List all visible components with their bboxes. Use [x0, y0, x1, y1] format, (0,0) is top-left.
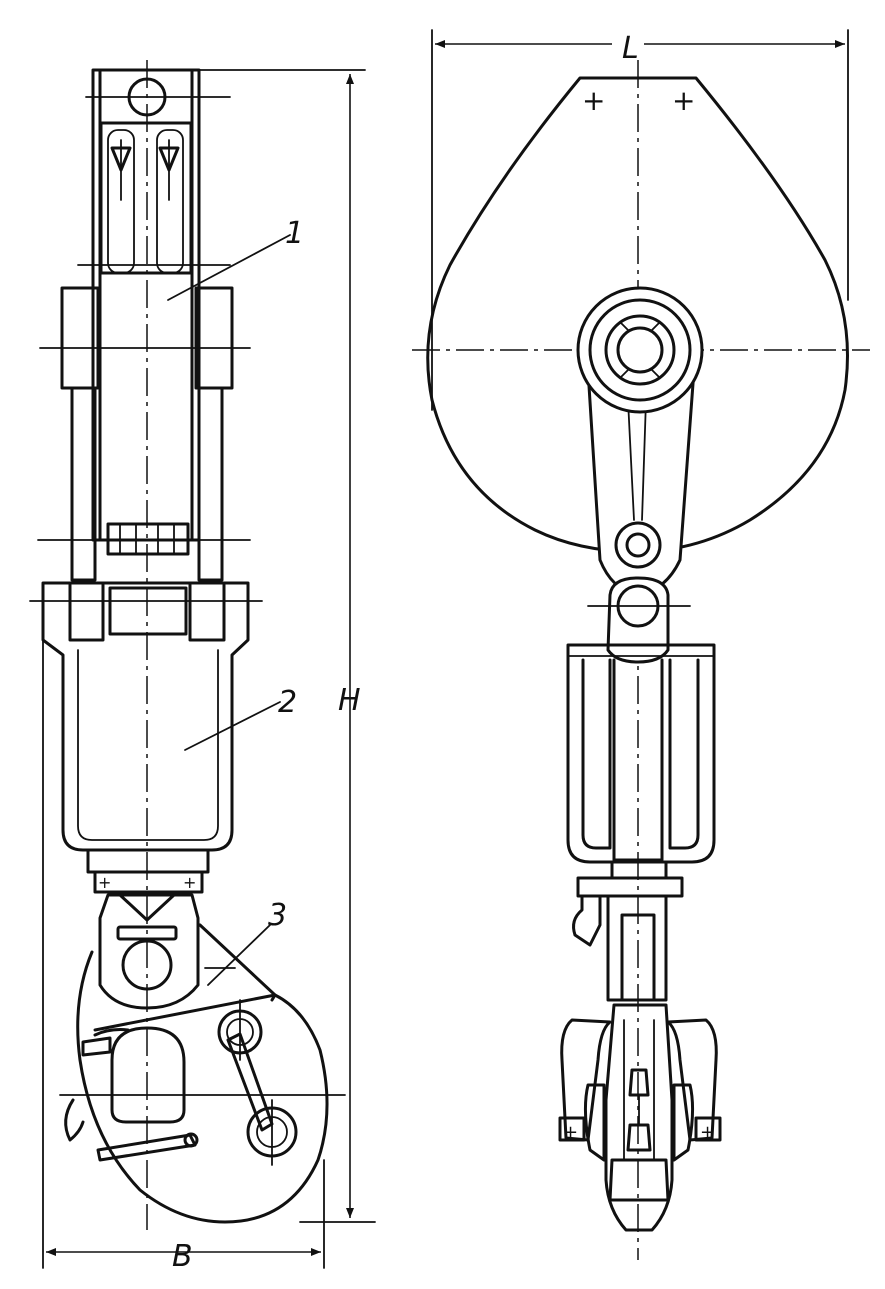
height-dimension-label: H	[338, 683, 361, 718]
part-3-label: 3	[268, 898, 287, 933]
length-dimension: L	[431, 26, 849, 411]
plate-bolt-right: +	[672, 84, 695, 117]
front-view: + +	[29, 60, 376, 1274]
bolt-mark-right: +	[183, 873, 196, 892]
length-dimension-label: L	[622, 31, 639, 66]
width-dimension-label: B	[172, 1239, 193, 1274]
hook-stem	[606, 894, 668, 1002]
part-1-frame	[37, 68, 251, 582]
bolt-mark-left: +	[98, 873, 111, 892]
leader-1	[167, 234, 291, 301]
part-2-label: 2	[278, 685, 297, 720]
part-1-label: 1	[285, 216, 304, 251]
leader-2	[184, 701, 281, 751]
part-3-hook-block	[59, 893, 346, 1224]
cheek-bolt-left: +	[563, 1122, 578, 1143]
plate-bolt-left: +	[582, 84, 605, 117]
side-body	[566, 643, 716, 864]
part-2-body: + +	[29, 581, 263, 894]
hook-body	[604, 1003, 674, 1232]
side-view: + + +	[412, 60, 870, 1260]
leader-3	[207, 924, 271, 986]
cheek-bolt-right: +	[700, 1122, 715, 1143]
sheave-hub	[576, 286, 704, 414]
